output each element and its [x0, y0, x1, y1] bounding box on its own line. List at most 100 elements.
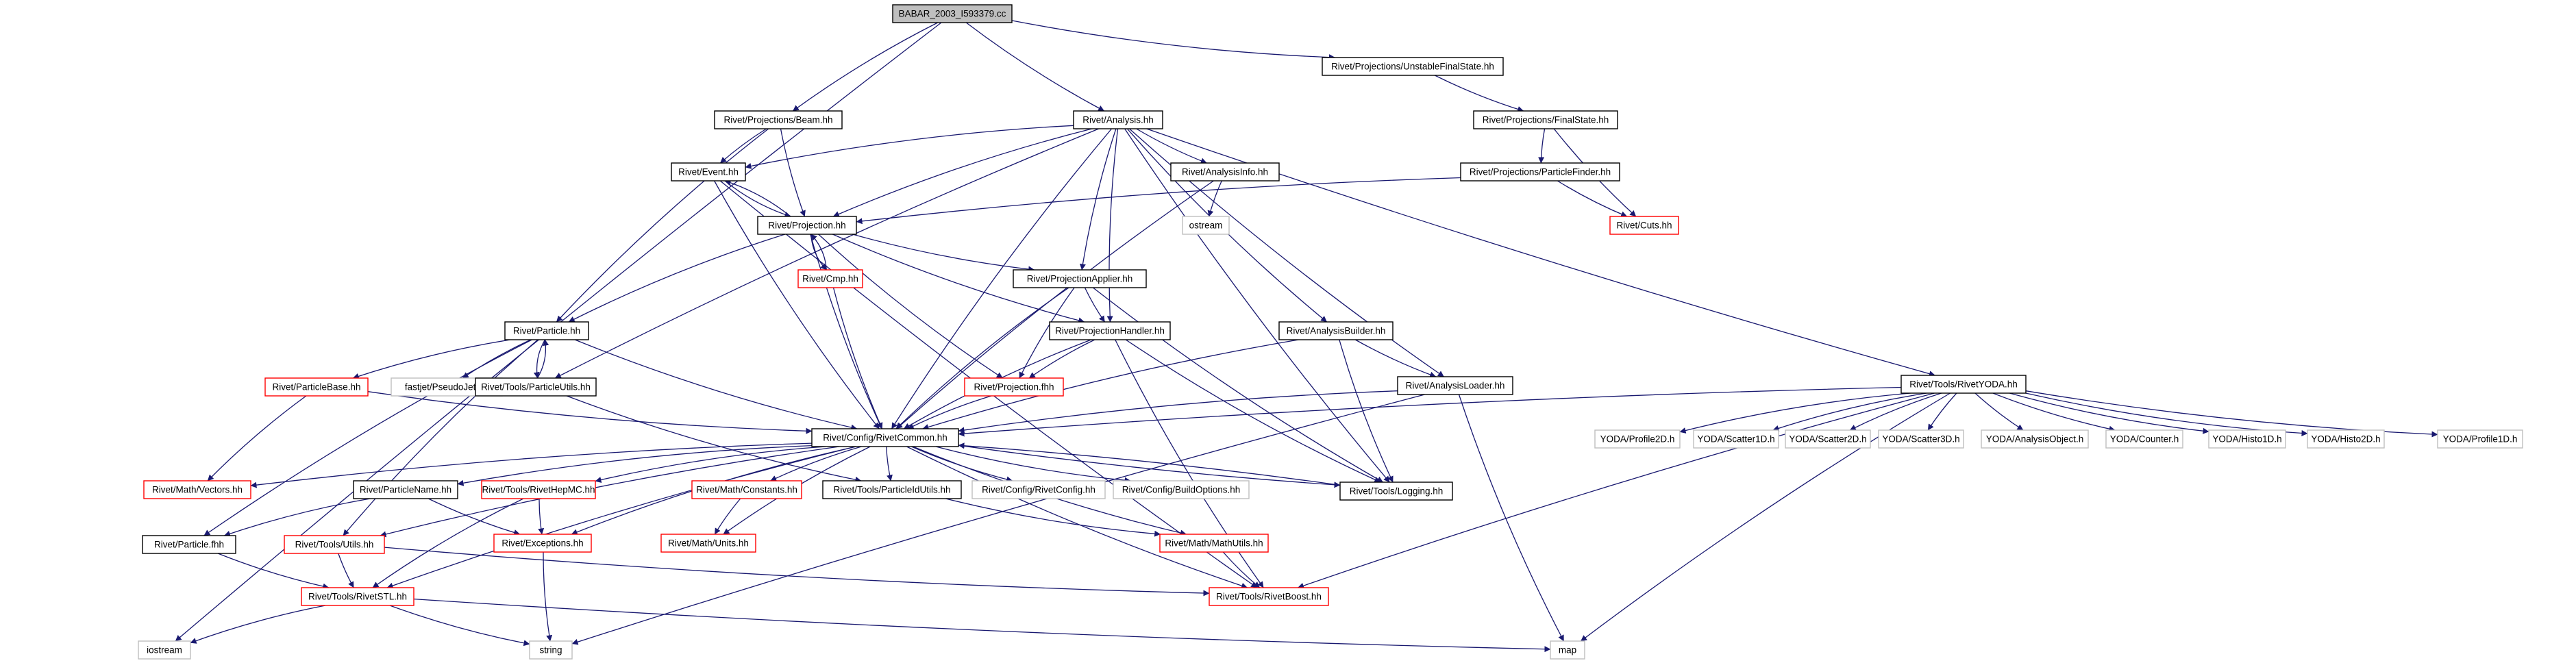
node-units[interactable]: Rivet/Math/Units.hh: [660, 534, 756, 553]
node-counter-label: YODA/Counter.h: [2110, 434, 2179, 445]
node-histo1d-box: [2208, 429, 2286, 449]
edge-stl-to-string: [389, 605, 530, 647]
node-stl[interactable]: Rivet/Tools/RivetSTL.hh: [301, 587, 414, 606]
node-ostream-box: [1182, 216, 1230, 235]
node-finalstate-box: [1473, 110, 1618, 129]
node-logging[interactable]: Rivet/Tools/Logging.hh: [1339, 481, 1453, 501]
node-particlefhh[interactable]: Rivet/Particle.fhh: [142, 535, 236, 554]
edge-analysis-to-phandler: [1106, 128, 1119, 323]
node-exceptions-box: [493, 534, 592, 553]
node-cuts[interactable]: Rivet/Cuts.hh: [1609, 216, 1679, 235]
node-cmp-box: [797, 269, 863, 288]
edge-yoda-to-scatter2d: [1849, 392, 1942, 431]
node-boost[interactable]: Rivet/Tools/RivetBoost.hh: [1209, 587, 1329, 606]
edge-cmp-to-projection: [810, 234, 827, 271]
edge-rivetcommon-to-vectors: [250, 442, 813, 488]
edge-rivetcommon-to-utils: [380, 446, 840, 538]
edge-rivetcommon-to-pidutils: [886, 446, 893, 481]
node-babar[interactable]: BABAR_2003_I593379.cc: [892, 4, 1013, 23]
edge-beam-to-particle: [556, 128, 769, 323]
node-cmp[interactable]: Rivet/Cmp.hh: [797, 269, 863, 288]
edge-event-to-projection: [724, 180, 791, 218]
node-finalstate[interactable]: Rivet/Projections/FinalState.hh: [1473, 110, 1618, 129]
node-pname[interactable]: Rivet/ParticleName.hh: [353, 480, 458, 499]
edge-rivetcommon-to-hepmc: [595, 446, 826, 483]
node-scatter1d-label: YODA/Scatter1D.h: [1697, 434, 1774, 445]
node-constants-label: Rivet/Math/Constants.hh: [696, 485, 797, 495]
node-histo2d: YODA/Histo2D.h: [2307, 429, 2385, 449]
node-mathutils-box: [1159, 534, 1269, 553]
node-hepmc[interactable]: Rivet/Tools/RivetHepMC.hh: [481, 480, 596, 499]
node-phandler[interactable]: Rivet/ProjectionHandler.hh: [1049, 321, 1171, 340]
nodes-layer: BABAR_2003_I593379.ccRivet/Projections/U…: [138, 4, 2523, 660]
node-analysisinfo[interactable]: Rivet/AnalysisInfo.hh: [1170, 162, 1280, 182]
node-utils-box: [284, 535, 385, 554]
node-particle[interactable]: Rivet/Particle.hh: [504, 321, 589, 340]
node-projection-box: [757, 216, 857, 235]
edge-babar-to-analysis: [965, 22, 1105, 112]
node-event[interactable]: Rivet/Event.hh: [671, 162, 746, 182]
edge-analysis-to-analysisinfo: [1136, 128, 1207, 164]
edge-constants-to-units: [714, 498, 741, 535]
node-aobject-box: [1981, 429, 2089, 449]
node-scatter1d-box: [1693, 429, 1779, 449]
node-projection[interactable]: Rivet/Projection.hh: [757, 216, 857, 235]
node-exceptions[interactable]: Rivet/Exceptions.hh: [493, 534, 592, 553]
edge-yoda-to-boost: [1298, 392, 1935, 589]
node-rivetcommon[interactable]: Rivet/Config/RivetCommon.hh: [811, 428, 959, 447]
node-event-box: [671, 162, 746, 182]
edge-rivetcommon-to-boost: [906, 446, 1248, 589]
node-iostream-box: [138, 640, 191, 660]
node-yoda-label: Rivet/Tools/RivetYODA.hh: [1909, 379, 2018, 390]
node-utils[interactable]: Rivet/Tools/Utils.hh: [284, 535, 385, 554]
edge-analysis-to-logging: [1124, 128, 1390, 483]
node-pfinder[interactable]: Rivet/Projections/ParticleFinder.hh: [1460, 162, 1620, 182]
edge-analysis-to-event: [745, 125, 1074, 169]
edge-yoda-to-histo1d: [2009, 392, 2209, 434]
node-beam[interactable]: Rivet/Projections/Beam.hh: [714, 110, 843, 129]
node-pidutils[interactable]: Rivet/Tools/ParticleIdUtils.hh: [822, 480, 962, 499]
node-utils-label: Rivet/Tools/Utils.hh: [295, 540, 374, 550]
edge-analysisinfo-to-ostream: [1207, 180, 1222, 217]
edge-phandler-to-pfhh: [1028, 339, 1095, 379]
edge-yoda-to-scatter3d: [1927, 392, 1957, 431]
node-abuilder[interactable]: Rivet/AnalysisBuilder.hh: [1278, 321, 1394, 340]
node-pseudojet-label: fastjet/PseudoJet.hh: [405, 382, 488, 392]
node-putils[interactable]: Rivet/Tools/ParticleUtils.hh: [475, 377, 597, 397]
node-papplier[interactable]: Rivet/ProjectionApplier.hh: [1013, 269, 1147, 288]
node-pbase[interactable]: Rivet/ParticleBase.hh: [264, 377, 369, 397]
node-phandler-box: [1049, 321, 1171, 340]
edge-particle-to-utils: [343, 339, 538, 536]
edge-abuilder-to-rivetcommon: [922, 339, 1299, 430]
node-map-box: [1550, 640, 1585, 660]
edge-putils-to-pidutils: [566, 395, 862, 483]
node-pfhh[interactable]: Rivet/Projection.fhh: [964, 377, 1064, 397]
edge-abuilder-to-aloader: [1354, 339, 1437, 378]
node-aloader[interactable]: Rivet/AnalysisLoader.hh: [1397, 376, 1513, 395]
node-rconfig: Rivet/Config/RivetConfig.hh: [971, 480, 1106, 499]
node-ostream: ostream: [1182, 216, 1230, 235]
node-pidutils-label: Rivet/Tools/ParticleIdUtils.hh: [833, 485, 950, 495]
edge-projection-to-papplier: [852, 234, 1035, 273]
node-yoda[interactable]: Rivet/Tools/RivetYODA.hh: [1900, 375, 2027, 394]
node-unstable[interactable]: Rivet/Projections/UnstableFinalState.hh: [1322, 57, 1504, 76]
edge-analysis-to-putils: [554, 128, 1099, 379]
node-particlefhh-label: Rivet/Particle.fhh: [154, 540, 224, 550]
node-constants[interactable]: Rivet/Math/Constants.hh: [691, 480, 802, 499]
node-analysis[interactable]: Rivet/Analysis.hh: [1073, 110, 1163, 129]
edge-putils-to-particle: [536, 339, 549, 379]
node-analysisinfo-box: [1170, 162, 1280, 182]
edge-exceptions-to-string: [543, 551, 553, 642]
edge-yoda-to-counter: [1992, 392, 2116, 432]
node-buildopts-box: [1113, 480, 1250, 499]
node-mathutils[interactable]: Rivet/Math/MathUtils.hh: [1159, 534, 1269, 553]
node-phandler-label: Rivet/ProjectionHandler.hh: [1055, 326, 1165, 336]
node-papplier-label: Rivet/ProjectionApplier.hh: [1027, 274, 1133, 284]
edge-yoda-to-aobject: [1974, 392, 2024, 431]
edge-mathutils-to-boost: [1222, 551, 1261, 588]
node-map: map: [1550, 640, 1585, 660]
edge-projection-to-phandler: [832, 234, 1085, 324]
node-map-label: map: [1559, 645, 1576, 655]
node-vectors[interactable]: Rivet/Math/Vectors.hh: [143, 480, 251, 499]
